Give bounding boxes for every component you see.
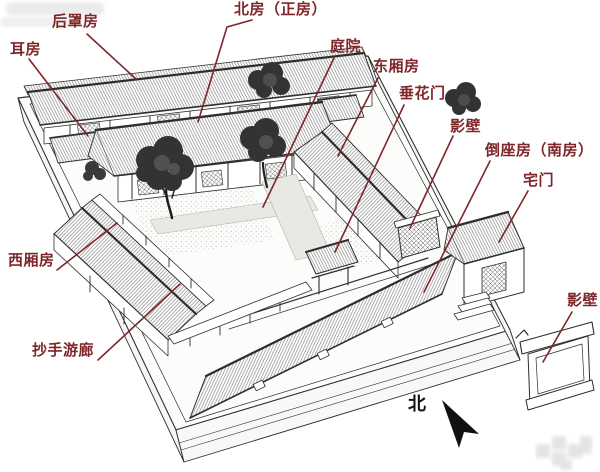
inner-screen-wall — [393, 209, 441, 259]
courtyard-tree-east — [240, 118, 286, 189]
label-dongxiangfang: 东厢房 — [373, 57, 420, 75]
leader-chuihuamen — [334, 104, 405, 253]
east-wing — [293, 122, 437, 279]
watermark-bottomright — [536, 436, 592, 470]
leader-yingbi-outer — [542, 311, 573, 363]
leader-zhaimen — [498, 190, 529, 243]
leader-dongxiangfang — [337, 77, 379, 157]
label-yingbi-outer: 影壁 — [567, 291, 599, 309]
label-chaoshou-youlang: 抄手游廊 — [32, 341, 95, 359]
inner-wall — [224, 257, 431, 330]
leader-houzhaofang — [86, 33, 137, 80]
leader-yingbi-inner — [409, 135, 454, 229]
north-arrow-icon — [442, 400, 479, 448]
label-xixiangfang: 西厢房 — [8, 251, 55, 269]
label-yingbi-inner: 影壁 — [450, 117, 482, 135]
watermark-topleft — [0, 2, 104, 27]
label-daozuofang: 倒座房（南房） — [485, 141, 594, 159]
leader-chaoshou-youlang — [97, 283, 181, 361]
festooned-gate — [305, 239, 359, 295]
tree-behind-rear — [248, 62, 290, 98]
leader-xixiangfang — [56, 222, 118, 271]
label-houzhaofang: 后罩房 — [52, 12, 99, 30]
label-beifang: 北房（正房） — [234, 0, 328, 18]
north-label: 北 — [408, 394, 426, 415]
outer-screen-wall — [515, 321, 595, 411]
west-wing — [53, 199, 207, 357]
courtyard-tree-west — [136, 136, 194, 220]
corridor-south — [167, 281, 313, 347]
leader-tingyuan — [262, 57, 335, 208]
leader-beifang — [197, 19, 253, 123]
leader-daozuofang — [423, 160, 491, 293]
shrub-west — [83, 161, 106, 181]
label-chuihuamen: 垂花门 — [399, 84, 446, 102]
front-row-building — [189, 250, 460, 419]
tree-right-back — [445, 82, 481, 115]
leader-erfang — [28, 58, 89, 137]
label-erfang: 耳房 — [10, 40, 42, 58]
gate-house — [443, 210, 525, 321]
label-zhaimen: 宅门 — [523, 171, 555, 189]
corridor-west — [91, 193, 215, 307]
label-tingyuan: 庭院 — [330, 37, 362, 55]
